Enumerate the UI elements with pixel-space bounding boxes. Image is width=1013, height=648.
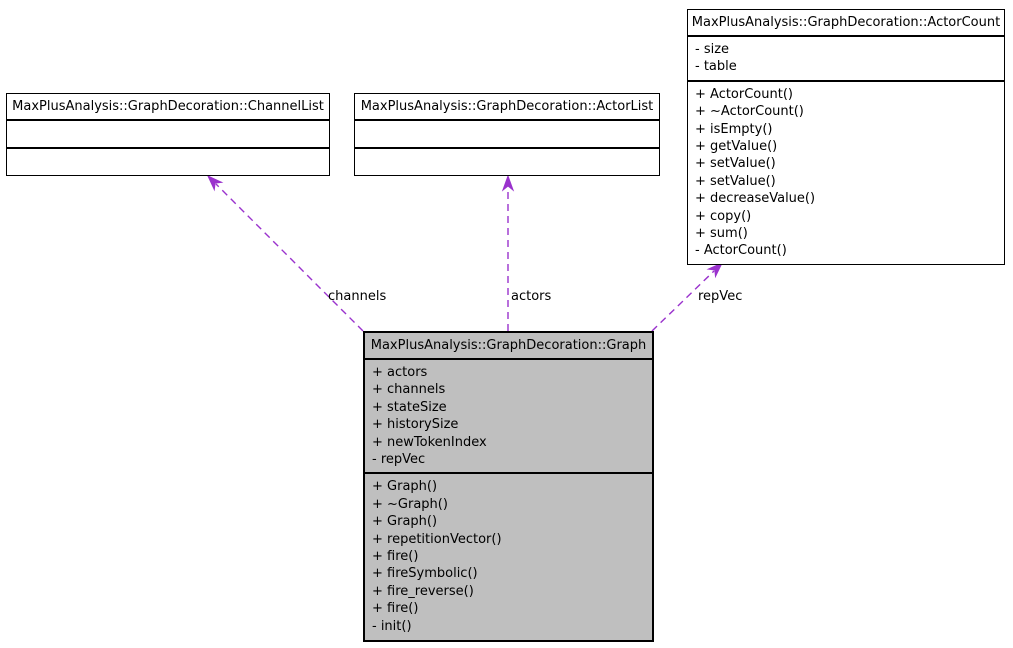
methods-compartment: + ActorCount() + ~ActorCount()+ isEmpty()… [688,79,1004,264]
attribute-row: + channels [372,382,446,398]
edge-channels [206,174,364,332]
attributes-compartment [355,119,659,147]
method-row: + sum() [695,226,748,242]
method-row: + copy() [695,208,752,224]
attribute-row: - size [695,42,730,57]
method-row: + Graph() [372,479,438,495]
method-row: + setValue() [695,156,776,172]
attributes-compartment: + actors + channels+ stateSize + historySi… [365,358,652,472]
edge-repvec [651,261,724,332]
method-row: + Graph() [372,514,438,530]
method-row: + repetitionVector() [372,531,502,547]
methods-compartment [355,147,659,175]
arrowhead-repvec-icon [706,261,724,279]
class-box-channellist[interactable]: MaxPlusAnalysis::GraphDecoration::Channe… [6,93,330,176]
arrowhead-channels-icon [206,174,224,192]
method-row: + fire_reverse() [372,583,474,599]
class-title-actorcount[interactable]: MaxPlusAnalysis::GraphDecoration::ActorC… [691,15,1001,30]
edge-label-channels: channels [328,289,387,304]
attribute-row: + historySize [372,417,459,433]
method-row: + getValue() [695,139,778,155]
method-row: + ~Graph() [372,496,448,512]
method-row: + fire() [372,549,419,565]
class-title-graph[interactable]: MaxPlusAnalysis::GraphDecoration::Graph [370,338,647,353]
class-title-channellist[interactable]: MaxPlusAnalysis::GraphDecoration::Channe… [12,99,324,114]
attributes-compartment: - size - table [688,35,1004,80]
attribute-row: + stateSize [372,399,447,415]
edge-actors [501,174,515,331]
class-box-actorlist[interactable]: MaxPlusAnalysis::GraphDecoration::ActorL… [354,93,660,176]
attributes-compartment [7,119,329,147]
method-row: - ActorCount() [695,243,787,259]
edge-label-repvec: repVec [698,289,743,304]
attribute-row: - table [695,59,737,75]
method-row: + isEmpty() [695,121,773,137]
methods-compartment [7,147,329,175]
method-row: + fireSymbolic() [372,566,478,582]
method-row: + fire() [372,601,419,617]
attribute-row: - repVec [372,452,426,468]
attribute-row: + actors [372,365,428,380]
method-row: + setValue() [695,173,776,189]
class-box-graph[interactable]: MaxPlusAnalysis::GraphDecoration::Graph … [363,331,654,643]
method-row: - init() [372,618,412,634]
attribute-row: + newTokenIndex [372,434,487,450]
method-row: + decreaseValue() [695,191,816,207]
methods-compartment: + Graph()+ ~Graph()+ Graph()+ repetition… [365,472,652,640]
method-row: + ~ActorCount() [695,104,804,120]
arrowhead-actors-icon [501,174,515,192]
method-row: + ActorCount() [695,86,793,102]
class-box-actorcount[interactable]: MaxPlusAnalysis::GraphDecoration::ActorC… [687,9,1005,265]
edge-label-actors: actors [511,289,552,304]
class-title-actorlist[interactable]: MaxPlusAnalysis::GraphDecoration::ActorL… [360,99,654,114]
